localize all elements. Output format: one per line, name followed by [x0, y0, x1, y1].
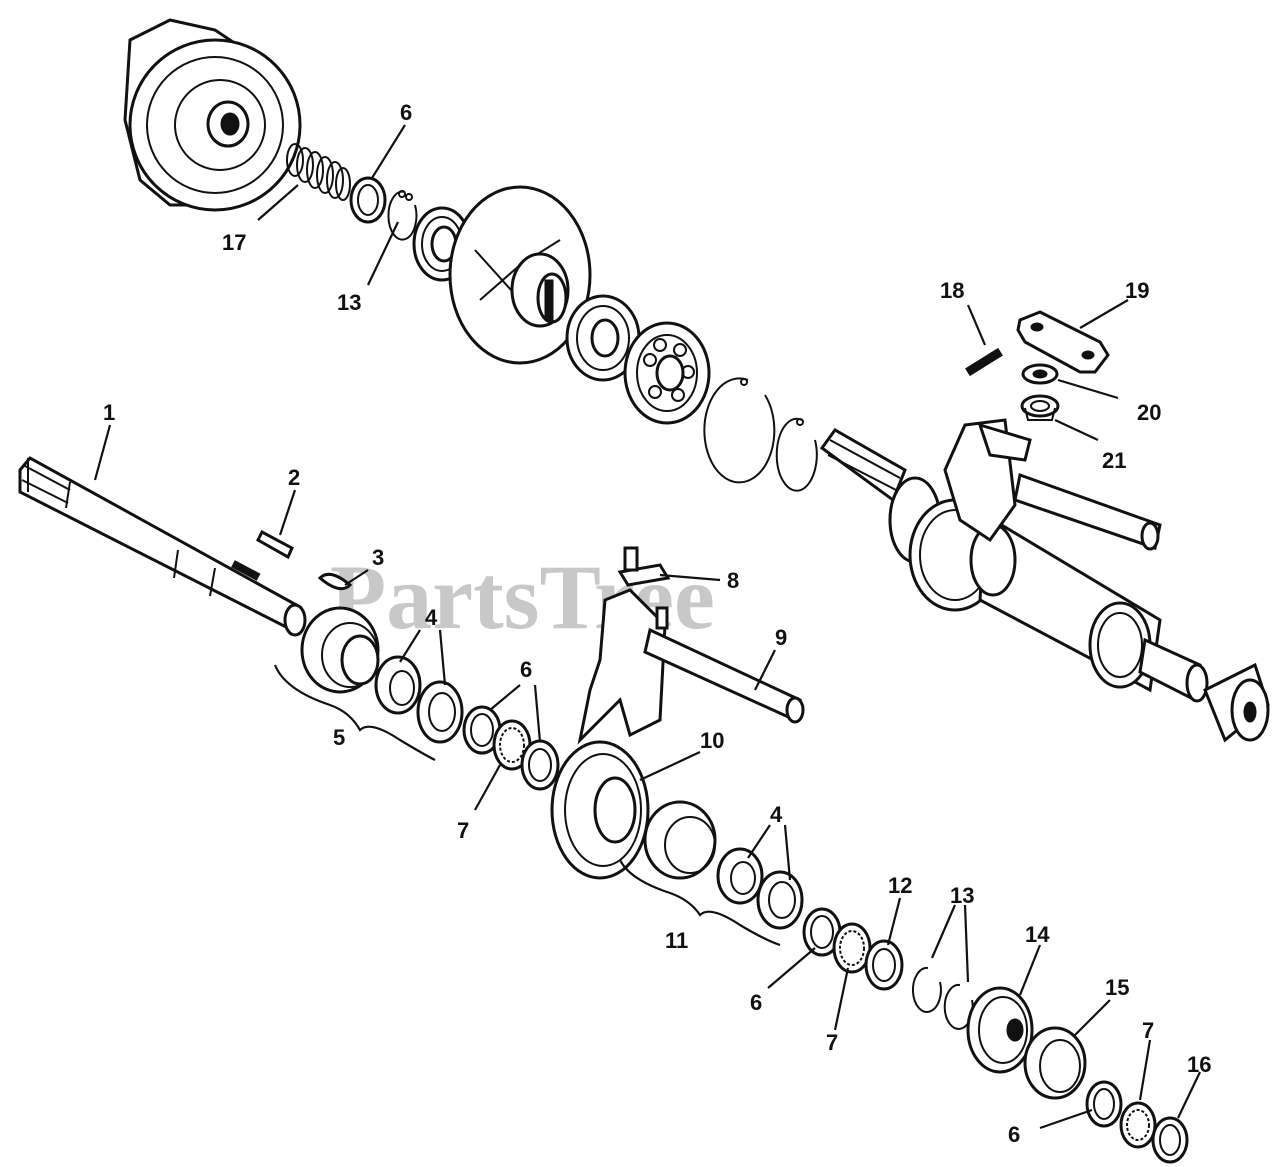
- gear-10: [550, 740, 650, 880]
- washer-mid-a: [462, 705, 502, 755]
- shift-fork-9: [577, 588, 805, 745]
- callout-2: 2: [288, 465, 300, 490]
- gear-14: [966, 986, 1034, 1074]
- pin: [965, 347, 1003, 377]
- gear-15: [1023, 1026, 1087, 1100]
- assembled-shaft: [819, 418, 1270, 743]
- thrust-bearing-mid: [492, 719, 532, 771]
- washer-20: [1021, 363, 1059, 385]
- callout-7-bottom: 7: [1142, 1018, 1154, 1043]
- callout-7-low: 7: [826, 1030, 838, 1055]
- callout-8: 8: [727, 568, 739, 593]
- leader-lines: [93, 124, 1201, 1130]
- snap-ring-top: [387, 190, 418, 241]
- link-plate: [1016, 310, 1110, 374]
- callout-1: 1: [103, 400, 115, 425]
- callout-10: 10: [700, 728, 724, 753]
- callout-6-bottom: 6: [1008, 1122, 1020, 1147]
- bearing-middle: [565, 294, 641, 382]
- needle-bearing-a: [374, 655, 422, 715]
- callout-6-top: 6: [400, 100, 412, 125]
- washer-12: [864, 939, 904, 991]
- needle-bearing-b: [416, 680, 464, 744]
- washer-top: [349, 176, 387, 224]
- callout-17: 17: [222, 230, 246, 255]
- snap-ring-low-a: [911, 966, 942, 1013]
- callout-21: 21: [1102, 448, 1126, 473]
- needle-bearing-c: [716, 847, 764, 905]
- fork-pin-8: [617, 546, 671, 587]
- callout-9: 9: [775, 625, 787, 650]
- callout-11: 11: [665, 928, 688, 953]
- needle-bearing-d: [756, 870, 804, 930]
- washer-bottom-a: [1085, 1080, 1123, 1128]
- callout-20: 20: [1137, 400, 1161, 425]
- bracket-11: [619, 859, 781, 947]
- main-shaft: [18, 456, 307, 637]
- callout-13-low: 13: [950, 883, 974, 908]
- gear-assembly-11: [643, 800, 717, 880]
- clutch-disc: [448, 185, 592, 365]
- callout-labels: 6 17 13 18 19 20 21 1 2 3 4 5 6 7 8 9 10…: [103, 100, 1211, 1147]
- washer-16: [1151, 1116, 1189, 1164]
- washer-low-a: [802, 907, 842, 957]
- ball-bearing: [623, 321, 711, 425]
- callout-3: 3: [372, 545, 384, 570]
- callout-6-mid: 6: [520, 657, 532, 682]
- spring: [286, 143, 351, 201]
- callout-5: 5: [333, 725, 345, 750]
- bracket-5: [273, 664, 436, 761]
- callout-19: 19: [1125, 278, 1149, 303]
- callout-16: 16: [1187, 1052, 1211, 1077]
- callout-7-mid: 7: [457, 818, 469, 843]
- gear-assembly-5: [300, 606, 380, 694]
- callout-6-low: 6: [750, 990, 762, 1015]
- callout-14: 14: [1025, 922, 1050, 947]
- washer-mid-b: [520, 739, 560, 791]
- woodruff-key: [317, 572, 353, 591]
- callout-15: 15: [1105, 975, 1129, 1000]
- callout-4-left: 4: [425, 605, 438, 630]
- large-snap-ring: [703, 377, 776, 484]
- key-2: [256, 529, 294, 560]
- bushing-21: [1020, 394, 1060, 421]
- callout-12: 12: [888, 873, 912, 898]
- callout-13-top: 13: [337, 290, 361, 315]
- snap-ring-right: [775, 417, 818, 492]
- thrust-bearing-bottom: [1119, 1101, 1157, 1149]
- callout-4-right: 4: [770, 802, 783, 827]
- housing-pulley: [123, 18, 302, 212]
- callout-18: 18: [940, 278, 964, 303]
